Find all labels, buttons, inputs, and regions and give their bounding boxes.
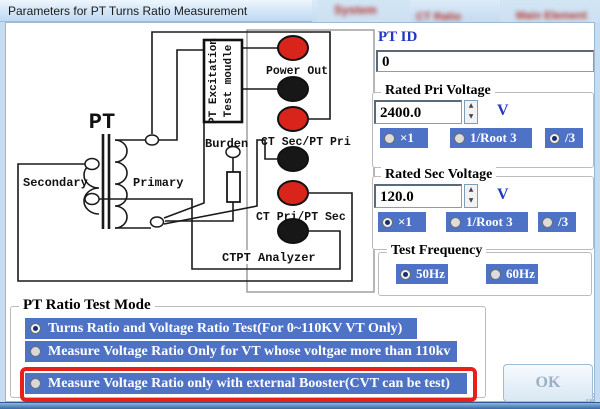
radio-label: 50Hz — [416, 266, 445, 281]
highlight-rectangle — [20, 367, 477, 402]
dialog-bottom-border — [0, 402, 600, 409]
spin-up-icon[interactable]: ▲ — [468, 102, 474, 109]
background-tab-label: CT Ratio — [416, 11, 462, 23]
terminal-ct-sec-black — [277, 146, 309, 172]
terminal-power-out-black — [277, 76, 309, 102]
freq-50hz-radio[interactable]: 50Hz — [396, 264, 448, 284]
label-mask — [220, 250, 322, 264]
burden-label: Burden — [205, 137, 248, 151]
rated-pri-voltage-title: Rated Pri Voltage — [381, 83, 495, 99]
radio-icon — [384, 132, 395, 144]
burden-resistor — [226, 171, 241, 203]
tap-terminals — [84, 134, 241, 228]
transformer-core — [101, 134, 111, 229]
radio-label: /3 — [565, 130, 576, 145]
radio-icon — [30, 378, 41, 389]
radio-label: 1/Root 3 — [470, 130, 517, 145]
sec-ratio-x1-radio[interactable]: ×1 — [378, 212, 426, 232]
rated-pri-unit: V — [497, 102, 509, 119]
radio-icon — [382, 216, 393, 228]
rated-pri-voltage-spinner[interactable]: ▲ ▼ — [464, 100, 478, 124]
freq-60hz-radio[interactable]: 60Hz — [486, 264, 538, 284]
background-tab — [318, 0, 410, 24]
terminal-power-out-red — [277, 35, 309, 61]
pt-label: PT — [89, 110, 115, 135]
background-tab-label: System — [334, 3, 377, 17]
ct-pri-pt-sec-label: CT Pri/PT Sec — [256, 211, 346, 224]
radio-label: Measure Voltage Ratio only with external… — [48, 375, 450, 391]
radio-label: ×1 — [398, 214, 412, 229]
background-tab-label: Main Element — [516, 10, 587, 22]
terminal-ct-pri-red — [277, 180, 309, 206]
excitation-module-box — [202, 38, 244, 124]
dialog-titlebar[interactable]: Parameters for PT Turns Ratio Measuremen… — [0, 0, 312, 22]
mode-turns-ratio-radio[interactable]: Turns Ratio and Voltage Ratio Test(For 0… — [25, 318, 417, 339]
pri-ratio-1root3-radio[interactable]: 1/Root 3 — [450, 128, 532, 148]
spin-down-icon[interactable]: ▼ — [468, 113, 474, 120]
sec-ratio-div3-radio[interactable]: /3 — [538, 212, 576, 232]
sec-ratio-1root3-radio[interactable]: 1/Root 3 — [446, 212, 528, 232]
radio-icon — [549, 132, 560, 144]
ok-button[interactable]: OK — [503, 364, 593, 402]
test-frequency-title: Test Frequency — [387, 243, 487, 259]
radio-label: 1/Root 3 — [466, 214, 513, 229]
radio-icon — [454, 132, 465, 144]
pt-id-input[interactable] — [376, 50, 594, 72]
terminal-ct-sec-red — [277, 106, 309, 132]
power-out-label: Power Out — [266, 65, 328, 78]
rated-pri-voltage-input[interactable] — [374, 100, 462, 124]
primary-label: Primary — [133, 176, 183, 190]
excitation-module-label-line2: Test moudle — [223, 44, 235, 117]
pri-ratio-div3-radio[interactable]: /3 — [545, 128, 583, 148]
ctpt-analyzer-label: CTPT Analyzer — [222, 251, 316, 265]
mode-external-booster-radio[interactable]: Measure Voltage Ratio only with external… — [25, 373, 467, 394]
radio-label: Turns Ratio and Voltage Ratio Test(For 0… — [48, 320, 403, 336]
pt-id-label: PT ID — [378, 29, 418, 45]
rated-sec-unit: V — [497, 186, 509, 203]
pt-ratio-test-mode-title: PT Ratio Test Mode — [19, 297, 155, 314]
ct-sec-pt-pri-label: CT Sec/PT Pri — [261, 136, 351, 149]
radio-label: /3 — [558, 214, 569, 229]
radio-label: Measure Voltage Ratio Only for VT whose … — [48, 343, 451, 359]
resize-grip-icon — [586, 393, 594, 401]
radio-icon — [30, 346, 41, 357]
wires — [17, 31, 353, 282]
radio-icon — [400, 268, 411, 280]
spin-up-icon[interactable]: ▲ — [468, 186, 474, 193]
radio-icon — [542, 216, 553, 228]
mode-voltage-ratio-110kv-radio[interactable]: Measure Voltage Ratio Only for VT whose … — [25, 341, 457, 362]
analyzer-terminals — [277, 35, 309, 244]
rated-sec-voltage-title: Rated Sec Voltage — [381, 167, 497, 183]
radio-label: ×1 — [400, 130, 414, 145]
background-tab — [500, 0, 600, 24]
radio-icon — [490, 268, 501, 280]
excitation-module-label-line1: PT Excitation — [208, 38, 220, 124]
rated-sec-voltage-spinner[interactable]: ▲ ▼ — [464, 184, 478, 208]
radio-label: 60Hz — [506, 266, 535, 281]
dialog-title: Parameters for PT Turns Ratio Measuremen… — [8, 4, 248, 18]
spin-down-icon[interactable]: ▼ — [468, 197, 474, 204]
radio-icon — [450, 216, 461, 228]
secondary-label: Secondary — [23, 176, 88, 190]
pt-wiring-diagram: PT Excitation Test moudle PT Secondary P… — [17, 29, 375, 293]
radio-icon — [30, 323, 41, 334]
pri-ratio-x1-radio[interactable]: ×1 — [380, 128, 428, 148]
terminal-ct-pri-black — [277, 218, 309, 244]
rated-sec-voltage-input[interactable] — [374, 184, 462, 208]
